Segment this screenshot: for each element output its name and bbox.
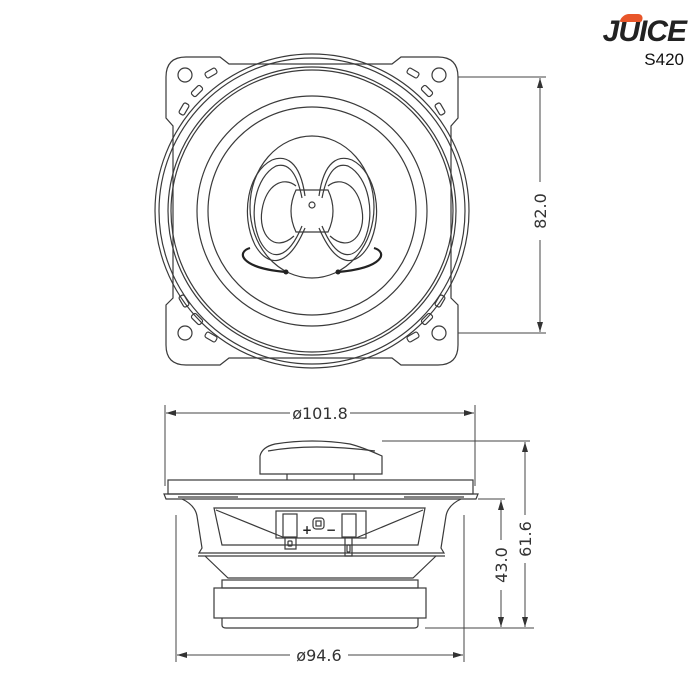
tweeter-center-icon (308, 201, 316, 209)
speaker-top-frame (167, 479, 474, 495)
mounting-flange (165, 56, 459, 366)
logo-text: JUICE (602, 15, 687, 48)
mount-hole-br-icon (431, 325, 447, 341)
dimension-diameter-101: ø101.8 (164, 404, 476, 486)
speaker-basket (181, 498, 462, 554)
negative-terminal (341, 513, 357, 538)
top-plate (221, 579, 419, 589)
model-number: S420 (644, 50, 684, 69)
magnet (213, 587, 427, 619)
dimension-depth: 43.0 61.6 (382, 440, 535, 629)
brand-block: JUICE S420 (602, 14, 687, 70)
mount-hole-tr-icon (431, 67, 447, 83)
front-view (154, 53, 470, 369)
dimension-height-82: 82.0 (458, 76, 550, 334)
back-plate (221, 618, 419, 629)
surround-ring (196, 95, 428, 327)
tweeter-housing (249, 135, 375, 279)
dim-label-82: 82.0 (531, 193, 550, 229)
tweeter-cap (259, 440, 383, 475)
tweeter-wire-left (241, 246, 287, 274)
terminal-block (275, 510, 367, 539)
negative-sign: − (326, 523, 336, 537)
juice-logo: JUICE (602, 14, 687, 48)
positive-sign: + (302, 523, 312, 537)
flange-slots (178, 67, 446, 343)
dim-label-94: ø94.6 (296, 646, 341, 665)
mount-hole-tl-icon (177, 67, 193, 83)
terminal-screw-icon (312, 517, 325, 530)
dim-label-43: 43.0 (492, 547, 511, 583)
motor-cone (204, 555, 437, 579)
tweeter-bridge (246, 157, 378, 262)
tweeter-wire-right (337, 246, 383, 274)
dimension-diameter-94: ø94.6 (175, 515, 465, 665)
cone-ring (207, 106, 417, 316)
dim-label-61: 61.6 (516, 521, 535, 557)
dim-label-101: ø101.8 (292, 404, 348, 423)
positive-terminal (282, 513, 298, 538)
mount-hole-bl-icon (177, 325, 193, 341)
outer-rim (154, 53, 470, 369)
grille-ring (167, 66, 457, 356)
side-view: + − (163, 440, 479, 629)
